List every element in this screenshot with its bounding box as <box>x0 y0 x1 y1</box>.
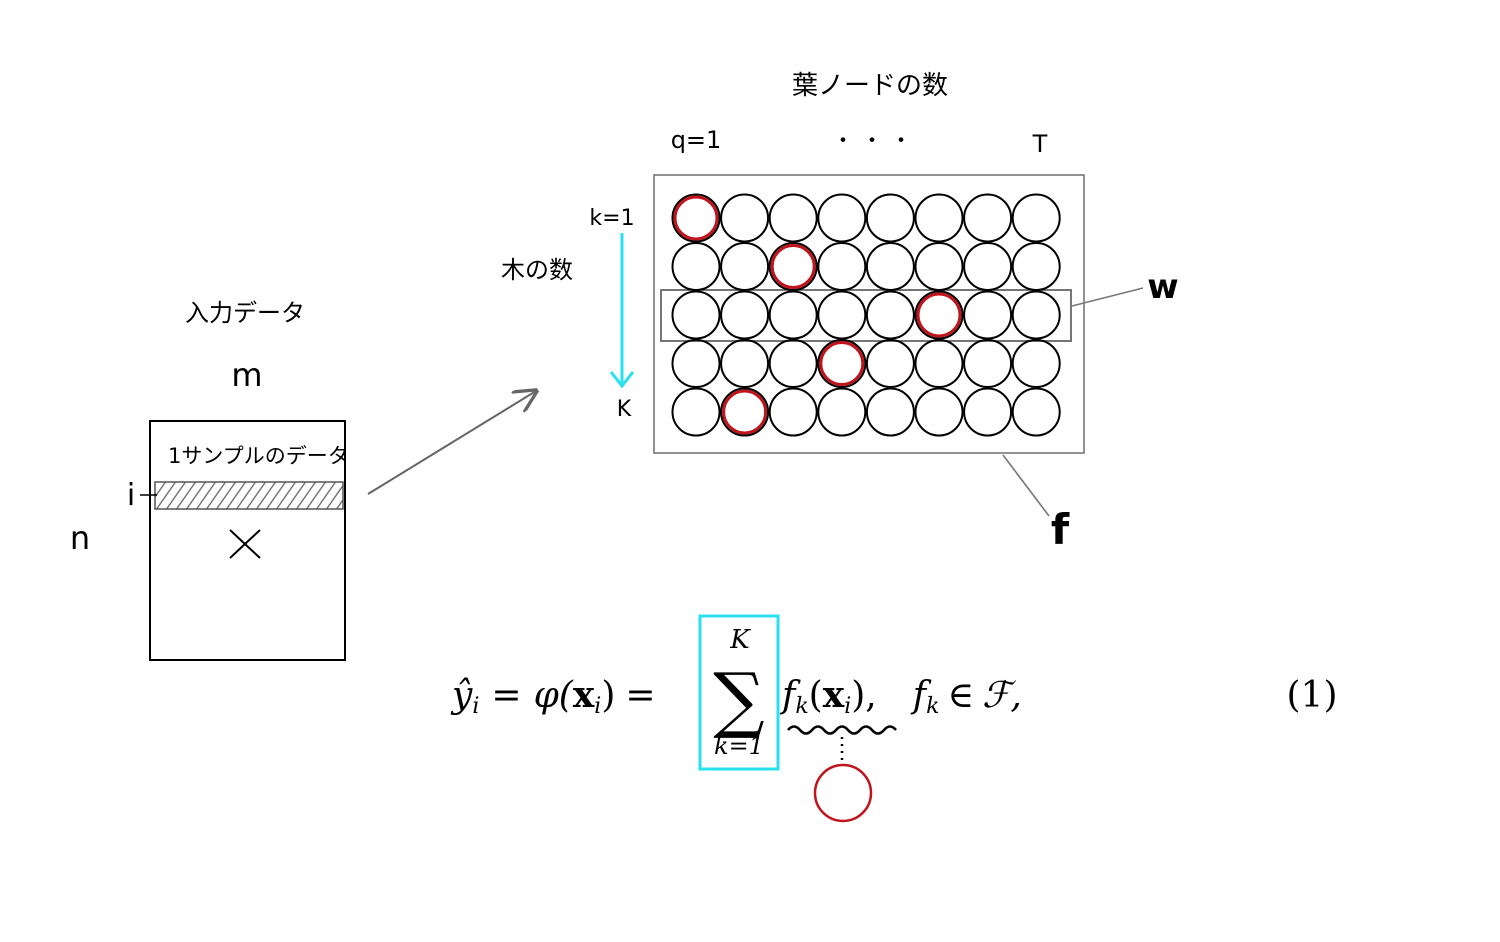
leaf-node <box>963 290 1013 340</box>
leaf-node <box>768 193 818 243</box>
leaf-node <box>865 193 915 243</box>
formula: ŷi=φ(xi)= K ∑ k=1 fk(xi),fk∈ℱ, (1) <box>450 614 1338 823</box>
leaf-node <box>914 387 964 437</box>
leaf-node <box>1011 387 1061 437</box>
function-label: f <box>1051 505 1070 554</box>
sum-lower-limit: k=1 <box>714 732 764 760</box>
leaf-node-highlight-ring <box>673 195 719 241</box>
leaf-node <box>1011 193 1061 243</box>
leaf-node-highlight-ring <box>770 244 816 289</box>
leaf-node <box>817 193 867 243</box>
leaf-node <box>671 242 721 291</box>
leaf-node <box>720 242 770 291</box>
sum-symbol: ∑ <box>713 657 764 741</box>
leaf-node <box>865 387 915 437</box>
leaf-node <box>720 339 770 388</box>
leaf-node-selected <box>671 193 721 243</box>
leaf-node <box>768 290 818 340</box>
leaf-node <box>768 387 818 437</box>
leaf-node <box>720 193 770 243</box>
leaf-node-highlight-ring <box>722 389 768 435</box>
sum-upper-limit: K <box>729 625 751 655</box>
weight-label: w <box>1147 267 1178 307</box>
q-dots-label: ・ ・ ・ <box>832 129 912 154</box>
leaf-node <box>914 242 964 291</box>
f-pointer-line <box>1002 454 1050 517</box>
row-index-label: i <box>127 478 135 513</box>
leaf-node <box>817 387 867 437</box>
selected-tree-row-box <box>660 289 1072 342</box>
input-data-title: 入力データ <box>185 299 305 327</box>
q-first-label: q=1 <box>671 126 722 154</box>
leaf-node-selected <box>914 290 964 340</box>
columns-label: m <box>231 356 262 394</box>
k-first-label: k=1 <box>589 206 634 231</box>
q-last-label: T <box>1032 130 1048 158</box>
leaf-node <box>865 290 915 340</box>
leaf-node <box>963 339 1013 388</box>
leaf-node-highlight-ring <box>916 292 962 338</box>
leaf-node <box>1011 290 1061 340</box>
sample-to-trees-arrow <box>367 391 536 495</box>
leaf-node <box>865 242 915 291</box>
leaf-node <box>865 339 915 388</box>
sample-row-hatched <box>154 481 344 510</box>
leaf-node <box>914 193 964 243</box>
equation-number: (1) <box>1287 675 1338 716</box>
leaf-node-highlight-ring <box>819 341 865 386</box>
formula-right: fk(xi),fk∈ℱ, <box>779 674 1022 719</box>
tree-count-title: 木の数 <box>501 256 573 284</box>
sample-label: 1サンプルのデータ <box>168 444 349 468</box>
leaf-grid <box>671 193 1061 437</box>
leaf-node <box>817 290 867 340</box>
underbrace-wave <box>787 725 897 735</box>
input-matrix-box <box>149 420 346 661</box>
leaf-node <box>817 242 867 291</box>
leaf-node-selected <box>720 387 770 437</box>
leaf-node <box>671 339 721 388</box>
leaf-node <box>963 193 1013 243</box>
leaf-node <box>720 290 770 340</box>
leaf-node <box>671 290 721 340</box>
sum-highlight-box <box>698 614 780 771</box>
leaf-node <box>963 242 1013 291</box>
w-pointer-line <box>1071 287 1144 307</box>
leaf-node-selected <box>768 242 818 291</box>
leaf-node-example <box>813 763 873 823</box>
tree-index-arrow <box>609 233 635 389</box>
leaf-node <box>1011 242 1061 291</box>
leaf-node <box>914 339 964 388</box>
formula-left: ŷi=φ(xi)= <box>450 674 656 719</box>
tree-ensemble-box <box>653 174 1085 454</box>
rows-label: n <box>70 519 90 557</box>
tree-grid-group: 葉ノードの数 q=1 ・ ・ ・ T k=1 木の数 K w f <box>501 71 1179 554</box>
leaf-count-title: 葉ノードの数 <box>792 71 948 101</box>
leaf-node <box>671 387 721 437</box>
leaf-node <box>963 387 1013 437</box>
k-last-label: K <box>617 397 632 422</box>
leaf-node <box>768 339 818 388</box>
input-data-group: 入力データ m n 1サンプルのデータ i <box>70 299 349 661</box>
leaf-node <box>1011 339 1061 388</box>
leaf-node-selected <box>817 339 867 388</box>
matrix-symbol-x <box>229 529 261 559</box>
